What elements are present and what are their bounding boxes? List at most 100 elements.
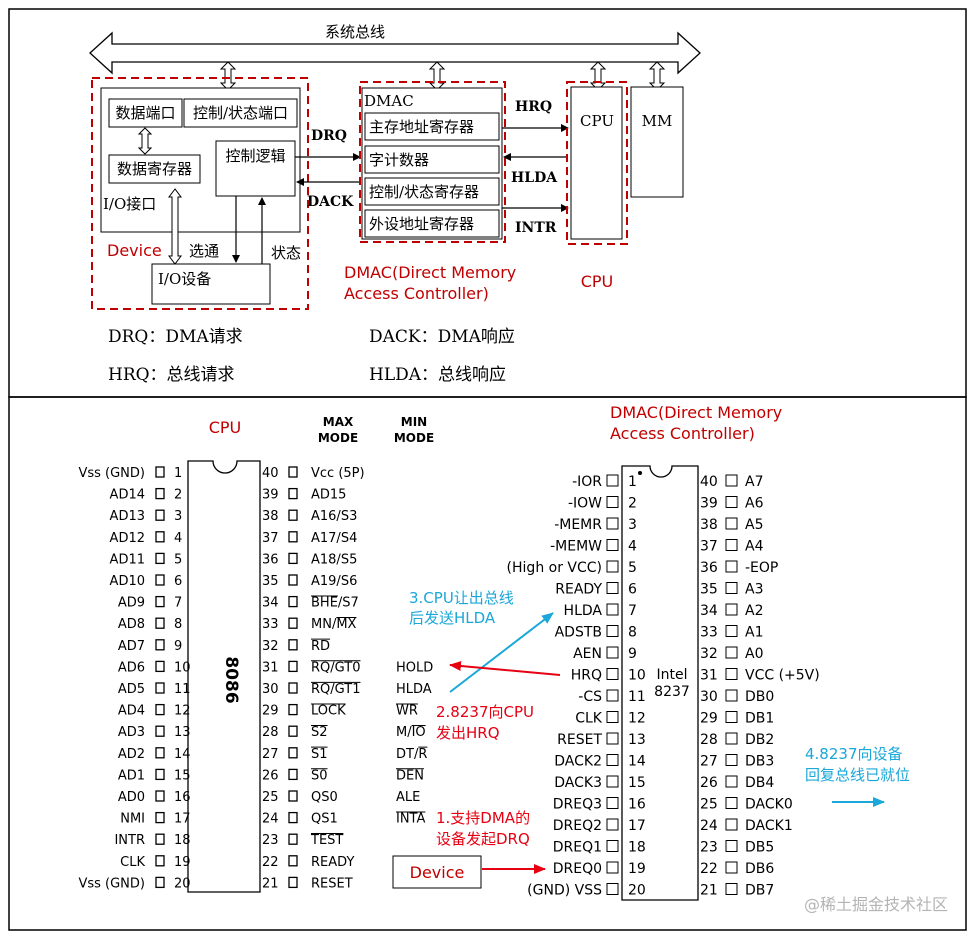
pin-8086-right-num: 35 xyxy=(262,574,279,589)
pin-8086-right-name: QS0 xyxy=(311,790,338,805)
pin-8086-right-name: RQ/GT1 xyxy=(311,682,360,697)
legend-hlda: HLDA：总线响应 xyxy=(369,365,506,385)
pin-8086-right-name: LOCK xyxy=(311,704,346,719)
pin-8086-right xyxy=(288,617,298,629)
pin-8086-right xyxy=(288,768,298,781)
pin-8086-right-name: AD15 xyxy=(311,488,346,503)
dack-label: DACK xyxy=(307,194,354,210)
pin-8237-right-name: DB1 xyxy=(745,711,774,727)
pin-8086-right-num: 30 xyxy=(262,682,279,697)
pin-8086-left-num: 18 xyxy=(174,833,191,848)
select-label: 选通 xyxy=(189,242,219,260)
bottom-panel: CPU MAX MODE MIN MODE 8086 Vss (GND)1AD1… xyxy=(78,403,948,914)
ctrl-status-port-label: 控制/状态端口 xyxy=(193,104,288,122)
data-register-box xyxy=(108,154,201,184)
ctrl-status-reg-label: 控制/状态寄存器 xyxy=(369,183,479,201)
pin-8086-right-name: BHE/S7 xyxy=(311,596,359,611)
control-logic-box xyxy=(215,140,296,197)
pin-8237-right-name: A5 xyxy=(745,517,763,533)
step3-line2: 后发送HLDA xyxy=(409,609,496,627)
pin-8086-right-name: RD xyxy=(311,639,330,654)
pin-8237-right-name: DB5 xyxy=(745,840,774,856)
pin-8086-left-num: 8 xyxy=(174,617,182,632)
main-addr-reg-label: 主存地址寄存器 xyxy=(369,118,474,136)
pin-8086-right-name: READY xyxy=(311,855,354,870)
pin-8086-left-num: 7 xyxy=(174,596,182,611)
pin-8237-left-name: HLDA xyxy=(564,603,603,619)
pin-8086-min-name: DT/R xyxy=(396,747,427,762)
pin-8086-left xyxy=(155,725,165,737)
pin-8237-left-num: 8 xyxy=(628,625,637,641)
pin-8086-left xyxy=(155,876,165,889)
pin-8086-right xyxy=(288,811,298,824)
pin-8086-left xyxy=(155,639,165,651)
pin-8086-left-num: 6 xyxy=(174,574,182,589)
pin-8237-left xyxy=(606,883,619,895)
device-box-label: Device xyxy=(410,863,465,882)
pin-8237-left xyxy=(606,732,619,745)
pin-8237-left-num: 18 xyxy=(628,840,646,856)
pin-8237-left xyxy=(606,539,619,551)
pin-8086-right xyxy=(288,855,298,867)
pin-8237-right-name: A0 xyxy=(745,646,763,662)
pin-8086-min-name: WR xyxy=(396,704,418,719)
pin-8237-left-num: 10 xyxy=(628,668,646,684)
dmac-title-1: DMAC(Direct Memory xyxy=(610,403,782,422)
pin-8086-left xyxy=(155,768,165,781)
pin-8086-right xyxy=(288,833,298,845)
pin-8086-left-num: 19 xyxy=(174,855,191,870)
pin-8086-left-num: 14 xyxy=(174,747,191,762)
pin-8237-left-name: ADSTB xyxy=(555,625,602,641)
intr-label: INTR xyxy=(515,220,557,236)
pin-8086-right xyxy=(288,595,298,608)
hrq-label: HRQ xyxy=(515,99,552,115)
pin-8086-left-num: 11 xyxy=(174,682,191,697)
pin-8086-left-name: AD2 xyxy=(118,747,145,762)
pin-8086-left xyxy=(155,682,165,694)
pin-8237-left-num: 15 xyxy=(628,775,646,791)
pin-8237-left xyxy=(606,646,619,659)
data-port-box xyxy=(108,98,183,128)
pin-8237-right xyxy=(725,625,738,637)
pin-8237-left xyxy=(606,474,619,487)
pin-8237-left-name: RESET xyxy=(557,732,602,748)
pin-8086-left-num: 4 xyxy=(174,531,182,546)
pin-8086-left-name: AD11 xyxy=(110,552,145,567)
pin-8086-min-name: ALE xyxy=(396,790,420,805)
pin-8086-left xyxy=(155,855,165,867)
pin-8086-right-name: A16/S3 xyxy=(311,509,357,524)
pin-8237-right-name: DB2 xyxy=(745,732,774,748)
pin-8237-left-num: 20 xyxy=(628,883,646,899)
word-counter-box xyxy=(364,145,500,174)
pin-8086-min-name: DEN xyxy=(396,768,424,783)
pin-8086-left xyxy=(155,747,165,759)
pin-8086-min-name: INTA xyxy=(396,812,425,827)
pin-8237-left-name: DREQ2 xyxy=(553,818,602,834)
pin-8086-right-num: 27 xyxy=(262,747,279,762)
min-mode-1: MIN xyxy=(401,415,427,429)
pin-8237-right-num: 29 xyxy=(700,711,718,727)
pin-8086-left-num: 20 xyxy=(174,876,191,891)
pin-8237-left-num: 11 xyxy=(628,689,646,705)
pin-8237-right-name: DACK0 xyxy=(745,797,793,813)
pin-8086-left xyxy=(155,703,165,716)
pin-8237-left-name: -IOR xyxy=(572,474,602,490)
pin-8237-left-name: DREQ3 xyxy=(553,797,602,813)
pin-8237-right-name: A6 xyxy=(745,496,764,512)
pin-8237-right xyxy=(725,840,738,852)
word-counter-label: 字计数器 xyxy=(369,151,429,169)
pin-8237-left-num: 9 xyxy=(628,646,637,662)
pin-8237-right-num: 40 xyxy=(700,474,718,490)
pin-8237-right xyxy=(725,474,738,487)
pin-8086-left-name: INTR xyxy=(114,833,145,848)
pin-8237-left-name: -IOW xyxy=(568,496,602,512)
pin-8237-left-num: 17 xyxy=(628,818,646,834)
pin-8086-left-name: AD4 xyxy=(118,704,145,719)
cpu-label: CPU xyxy=(580,112,614,130)
peripheral-addr-reg-box xyxy=(364,209,500,238)
pin-8086-left-num: 1 xyxy=(174,466,182,481)
pin-8086-right xyxy=(288,747,298,759)
pin-8086-left-name: AD10 xyxy=(110,574,145,589)
pin-8086-right xyxy=(288,660,298,673)
